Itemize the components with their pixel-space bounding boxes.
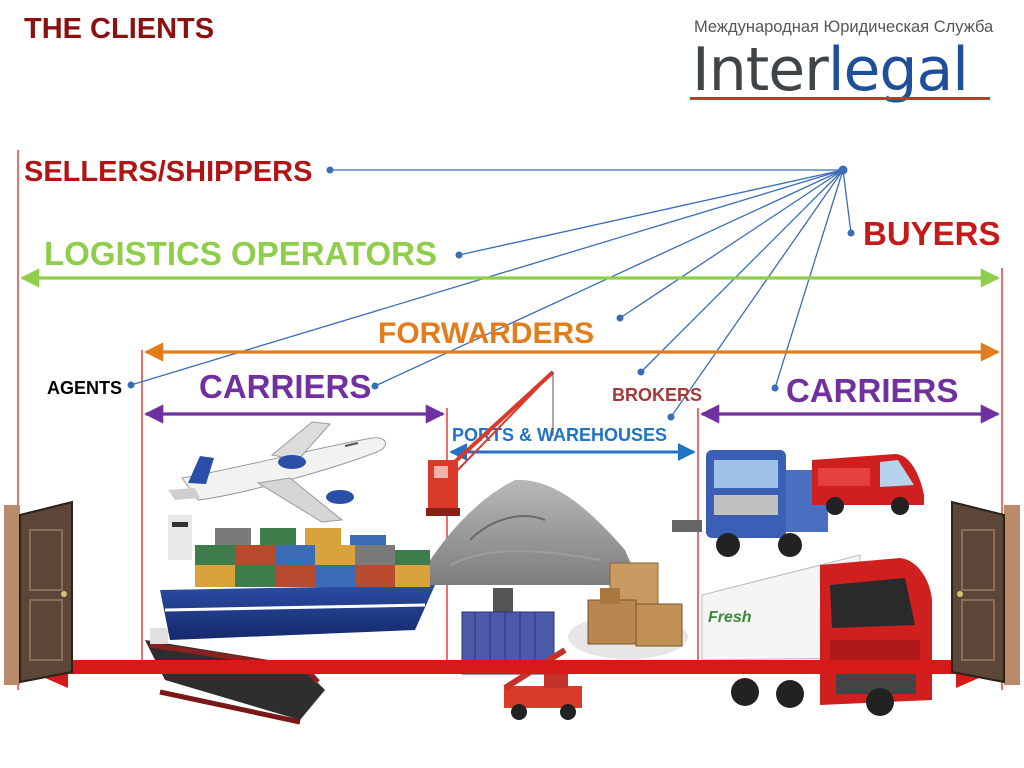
logo-word-part1: Inter: [692, 35, 829, 105]
logo-word-part2: legal: [828, 35, 968, 105]
label-logistics-operators: LOGISTICS OPERATORS: [44, 235, 437, 272]
container-ship-icon: [160, 515, 435, 640]
door-icon: [4, 500, 73, 685]
svg-text:Fresh: Fresh: [708, 609, 752, 626]
label-brokers: BROKERS: [612, 385, 702, 405]
interlegal-logo: Международная Юридическая Служба Interle…: [690, 18, 994, 105]
label-carriers-right: CARRIERS: [786, 372, 958, 409]
label-carriers-left: CARRIERS: [199, 368, 371, 405]
boxes-icon: [568, 562, 688, 659]
label-forwarders: FORWARDERS: [378, 317, 594, 350]
truck-icon: Fresh: [701, 554, 932, 716]
hub-dot: [838, 165, 848, 175]
connector-dots: [127, 165, 855, 421]
label-agents: AGENTS: [47, 378, 122, 398]
door-icon: [951, 500, 1020, 685]
label-buyers: BUYERS: [863, 215, 1001, 252]
van-icon: [812, 454, 924, 515]
tanker-icon: [145, 628, 325, 725]
truck-icon: [672, 450, 828, 557]
port-crane-icon: [426, 370, 555, 516]
logo-wordmark: Interlegal: [692, 35, 968, 105]
airplane-icon: [168, 421, 386, 523]
label-sellers-shippers: SELLERS/SHIPPERS: [24, 156, 312, 188]
cargo-pile-icon: [415, 479, 640, 585]
logo-underline: [690, 97, 990, 100]
page-title: THE CLIENTS: [24, 13, 214, 45]
label-ports-warehouses: PORTS & WAREHOUSES: [452, 425, 667, 445]
logo-subtitle: Международная Юридическая Служба: [694, 18, 994, 36]
